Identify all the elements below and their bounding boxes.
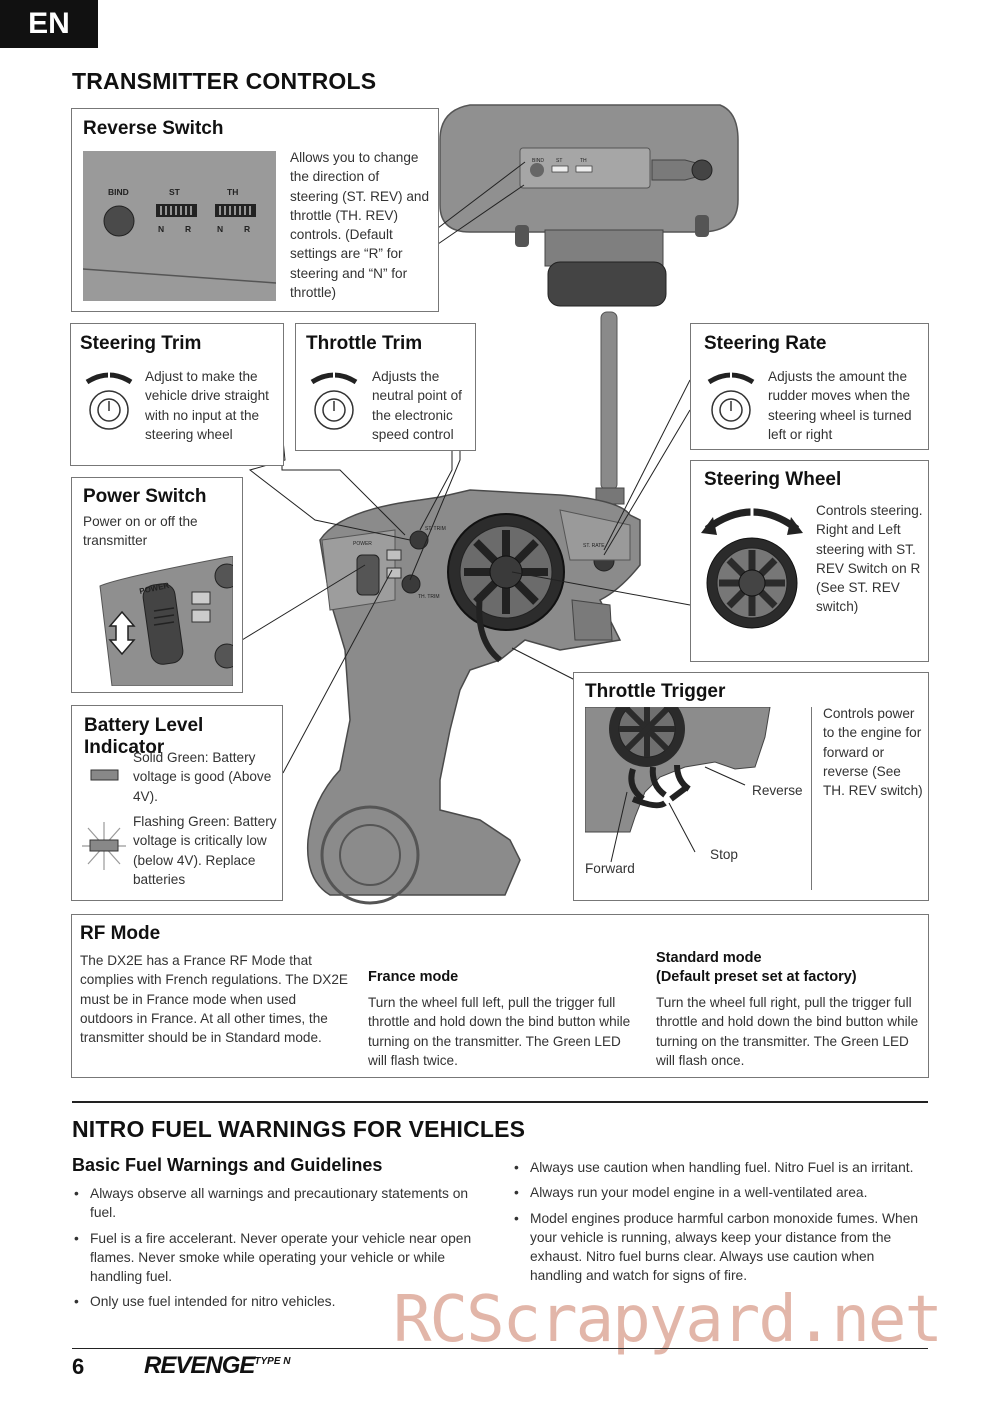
list-item: Model engines produce harmful carbon mon… — [512, 1209, 922, 1286]
watermark: RCScrapyard.net — [393, 1283, 943, 1357]
nitro-title: NITRO FUEL WARNINGS FOR VEHICLES — [72, 1116, 526, 1142]
footer-logo: REVENGETYPE N — [144, 1352, 291, 1380]
list-item: Always use caution when handling fuel. N… — [512, 1158, 922, 1178]
standard-mode-subtitle: (Default preset set at factory) — [656, 969, 857, 985]
top-view-st-label: ST — [556, 158, 562, 164]
section-rule — [72, 1101, 928, 1103]
throttle-trigger-title: Throttle Trigger — [585, 681, 726, 702]
th-r-label: R — [244, 224, 250, 234]
throttle-trigger-desc: Controls power to the engine for forward… — [823, 706, 923, 799]
battery-solid-desc: Solid Green: Battery voltage is good (Ab… — [133, 750, 272, 804]
steering-trim-desc: Adjust to make the vehicle drive straigh… — [145, 369, 269, 442]
body-th-trim-label: TH. TRIM — [418, 594, 440, 600]
logo-text: REVENGE — [144, 1352, 255, 1379]
footer-rule — [72, 1348, 928, 1349]
wheel-on-body — [447, 513, 565, 663]
battery-box: Battery Level Indicator Solid Green: Bat… — [71, 705, 283, 901]
nitro-right-list: Always use caution when handling fuel. N… — [512, 1158, 922, 1292]
steering-trim-title: Steering Trim — [80, 333, 202, 354]
section-title: TRANSMITTER CONTROLS — [72, 68, 377, 94]
steering-trim-box: Steering Trim Adjust to make the vehicle… — [70, 323, 284, 466]
power-switch-desc: Power on or off the transmitter — [83, 514, 198, 549]
rf-mode-box: RF Mode The DX2E has a France RF Mode th… — [71, 914, 929, 1078]
list-item: Only use fuel intended for nitro vehicle… — [72, 1292, 492, 1312]
forward-label: Forward — [585, 861, 635, 876]
steering-wheel-box: Steering Wheel Controls steering. Right … — [690, 460, 929, 662]
trim-knob-icon — [85, 372, 133, 430]
stop-label: Stop — [710, 847, 738, 862]
steering-rate-box: Steering Rate Adjusts the amount the rud… — [690, 323, 929, 450]
th-label: TH — [227, 187, 238, 197]
list-item: Always run your model engine in a well-v… — [512, 1183, 922, 1203]
transmitter-illustration: BIND ST TH ST. TRIM TH. TRIM ST. RATE PO… — [241, 104, 739, 905]
throttle-trigger-image — [585, 707, 771, 863]
steering-rate-title: Steering Rate — [704, 333, 827, 354]
reverse-switch-image: BIND ST TH N R N R — [83, 151, 276, 301]
steering-wheel-icon — [701, 503, 803, 629]
throttle-trim-box: Throttle Trim Adjusts the neutral point … — [295, 323, 476, 451]
power-switch-title: Power Switch — [83, 486, 207, 507]
battery-flash-desc: Flashing Green: Battery voltage is criti… — [133, 814, 277, 887]
reverse-label: Reverse — [752, 783, 803, 798]
th-n-label: N — [217, 224, 223, 234]
reverse-switch-desc: Allows you to change the direction of st… — [290, 150, 430, 301]
list-item: Always observe all warnings and precauti… — [72, 1184, 492, 1223]
france-mode-title: France mode — [368, 969, 459, 985]
nitro-left-list: Always observe all warnings and precauti… — [72, 1184, 492, 1318]
body-st-rate-label: ST. RATE — [583, 543, 605, 549]
steering-wheel-title: Steering Wheel — [704, 469, 842, 490]
steering-rate-desc: Adjusts the amount the rudder moves when… — [768, 369, 912, 442]
divider — [811, 707, 812, 890]
throttle-trim-title: Throttle Trim — [306, 333, 423, 354]
led-flashing-icon — [82, 822, 126, 870]
st-r-label: R — [185, 224, 191, 234]
power-switch-image: POWER — [99, 556, 233, 686]
st-label: ST — [169, 187, 181, 197]
rate-knob-icon — [707, 372, 755, 430]
body-power-label: POWER — [353, 541, 372, 547]
led-solid-icon — [90, 769, 119, 781]
leader-lines — [241, 161, 691, 774]
language-tab: EN — [0, 0, 98, 48]
reverse-switch-title: Reverse Switch — [83, 118, 224, 139]
top-view-bind-label: BIND — [532, 158, 544, 164]
standard-mode-title: Standard mode — [656, 950, 762, 966]
logo-superscript: TYPE N — [254, 1356, 291, 1367]
rf-mode-intro: The DX2E has a France RF Mode that compl… — [80, 953, 348, 1046]
power-switch-box: Power Switch Power on or off the transmi… — [71, 477, 243, 693]
st-n-label: N — [158, 224, 164, 234]
rf-mode-title: RF Mode — [80, 923, 161, 944]
bind-label: BIND — [108, 187, 129, 197]
battery-title: Battery Level Indicator — [84, 715, 204, 758]
body-st-trim-label: ST. TRIM — [425, 526, 446, 532]
nitro-subtitle: Basic Fuel Warnings and Guidelines — [72, 1155, 383, 1175]
transmitter-top-view: BIND ST TH — [439, 104, 739, 307]
list-item: Fuel is a fire accelerant. Never operate… — [72, 1229, 492, 1287]
standard-mode-text: Turn the wheel full right, pull the trig… — [656, 995, 919, 1068]
france-mode-text: Turn the wheel full left, pull the trigg… — [368, 995, 631, 1068]
throttle-trim-desc: Adjusts the neutral point of the electro… — [372, 369, 462, 442]
top-view-th-label: TH — [580, 158, 587, 164]
trim-knob-icon — [310, 372, 358, 430]
steering-wheel-desc: Controls steering. Right and Left steeri… — [816, 503, 923, 615]
page-number: 6 — [72, 1354, 85, 1379]
throttle-trigger-box: Throttle Trigger Reverse Stop Forward Co… — [573, 672, 929, 901]
antenna — [595, 311, 625, 505]
reverse-switch-box: Reverse Switch BIND ST TH N R N R Allows… — [71, 108, 439, 312]
